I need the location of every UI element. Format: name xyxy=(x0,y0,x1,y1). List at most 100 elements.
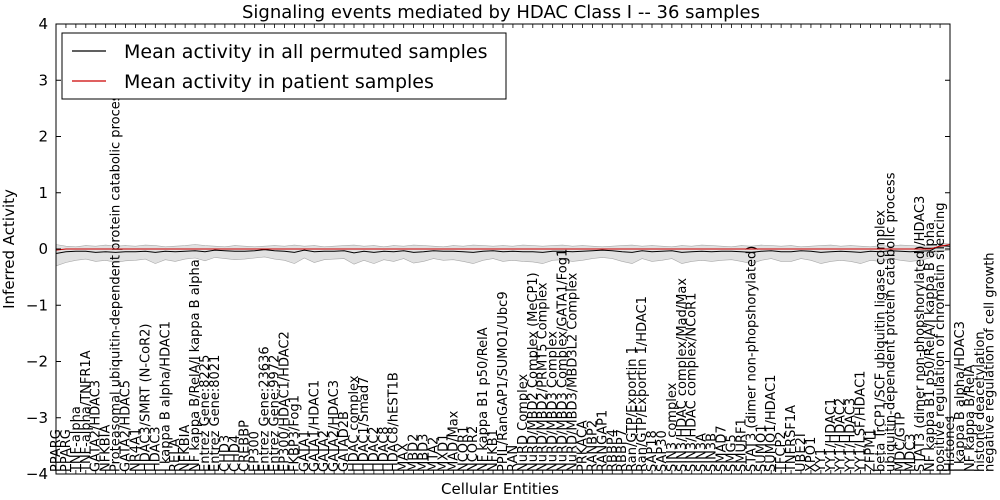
category-label: HDAC3 xyxy=(148,426,163,472)
category-label: TNFRSF1A xyxy=(784,405,799,473)
category-label: HDAC1/Smad7 xyxy=(357,377,372,472)
category-label: PPARG xyxy=(59,429,74,472)
y-tick-label: −3 xyxy=(26,409,48,427)
category-label: CREBBP xyxy=(238,420,253,472)
category-label: Entrez Gene:8225 xyxy=(198,355,213,472)
category-label: YY1/HDAC2 xyxy=(834,398,849,473)
category-label: TNF-alpha/TNFR1A xyxy=(79,350,94,473)
category-label: YY1/LSF/HDAC1 xyxy=(854,371,869,473)
category-label: NuRD/MBD3/MBD3L2 Complex xyxy=(566,272,581,472)
category-label: HDAC8 xyxy=(377,426,392,472)
category-label: NCOR1 xyxy=(456,426,471,472)
category-label: SIN3/HDAC complex/Mad/Max xyxy=(675,278,690,472)
category-label: GATA2 xyxy=(317,430,332,472)
category-label: NuRD/MBD3 Complex xyxy=(546,331,561,472)
y-tick-label: 3 xyxy=(38,71,48,89)
category-label: EP300 xyxy=(248,431,263,472)
category-label: NuRD/MBD2 Complex (MeCP1) xyxy=(526,272,541,472)
category-label: Entrez Gene:23636 xyxy=(258,346,273,472)
category-label: UBE2I xyxy=(794,433,809,472)
y-tick-label: 4 xyxy=(38,15,48,33)
category-label: YY1 xyxy=(814,448,829,473)
category-label: RBBP7 xyxy=(615,429,630,472)
category-label: NF kappa B1 p50/RelA xyxy=(476,327,491,472)
category-label: NFKBIA xyxy=(99,425,114,472)
y-tick-label: 1 xyxy=(38,184,48,202)
category-label: SMAD7 xyxy=(715,425,730,472)
y-axis-title: Inferred Activity xyxy=(0,189,18,309)
category-label: GATA1/HDAC1 xyxy=(307,380,322,472)
y-tick-label: −4 xyxy=(26,465,48,483)
category-label: SMG5 xyxy=(724,434,739,472)
y-tick-label: 0 xyxy=(38,240,48,258)
category-label: beta TrCP1/SCF ubiquitin ligase complex xyxy=(873,210,888,472)
category-label: I kappa B alpha/HDAC3 xyxy=(953,321,968,472)
category-label: STAT3 (dimer non-phopshorylated)/HDAC3 xyxy=(913,196,928,472)
category-label: MDC/GTP xyxy=(893,412,908,472)
category-label: Ran/GTP/Exportin 1 xyxy=(625,346,640,472)
category-label: Proteasomal ubiquitin-dependent protein … xyxy=(109,87,124,472)
category-label: CHD3 xyxy=(218,435,233,472)
category-label: MTA2 xyxy=(426,437,441,472)
category-label: histone deacetylation xyxy=(973,331,988,472)
category-label: MAX xyxy=(397,443,412,472)
category-label: MAD/Max xyxy=(446,410,461,472)
category-label: MXD1 xyxy=(436,434,451,472)
category-label: MBD2 xyxy=(407,434,422,472)
category-label: NF kappa B/RelA xyxy=(963,364,978,472)
category-label: SAP30 xyxy=(655,430,670,472)
series-line-patient xyxy=(55,244,951,251)
category-label: Entrez Gene:8021 xyxy=(208,355,223,472)
category-label: I kappa B alpha/HDAC1 xyxy=(158,321,173,472)
category-label: NFKBIA xyxy=(178,425,193,472)
category-label: HDAC2 xyxy=(367,426,382,472)
category-label: GATA2/HDAC5 xyxy=(119,380,134,472)
category-label: SAP18 xyxy=(645,430,660,472)
category-label: SMURF1 xyxy=(734,418,749,472)
x-axis-title: Cellular Entities xyxy=(441,480,559,498)
category-label: NuRD/MBD3 Complex/GATA1/Fog1 xyxy=(556,249,571,472)
category-label: ubiquitin-dependent protein catabolic pr… xyxy=(883,172,898,472)
category-label: GATA1 xyxy=(297,430,312,472)
category-label: HDAC3/SMRT (N-CoR2) xyxy=(138,324,153,472)
category-label: YY1/HDAC3 xyxy=(844,398,859,473)
category-label: NF kappa B1 p50/RelA/I kappa B alpha xyxy=(923,222,938,472)
category-label: YY1/HDAC1 xyxy=(824,398,839,473)
category-label: SIN3B xyxy=(705,433,720,472)
category-label: SUMO1/HDAC1 xyxy=(764,375,779,472)
category-label: STAT3 (dimer non-phopshorylated) xyxy=(744,246,759,472)
category-label: GATA2/HDAC3 xyxy=(89,380,104,472)
category-label: SIN3A xyxy=(695,433,710,472)
category-label: GATA2/HDAC3 xyxy=(327,380,342,472)
category-labels: PPARGPPARGTNF-alphaTNF-alpha/TNFR1AGATA2… xyxy=(49,87,998,473)
category-label: RBBP4 xyxy=(605,429,620,472)
series-lines xyxy=(55,244,951,254)
category-label: NCOR2 xyxy=(466,426,481,472)
category-label: SUMO1 xyxy=(754,425,769,473)
legend: Mean activity in all permuted samples Me… xyxy=(61,32,507,100)
category-label: GATAD2B xyxy=(337,411,352,472)
category-label: PRKACA xyxy=(575,420,590,472)
category-label: TNF-alpha xyxy=(69,406,84,473)
category-label: NR4A1 xyxy=(128,428,143,472)
category-label: TFCP2 xyxy=(774,431,789,473)
category-label: NF kappa B/RelA/I kappa B alpha xyxy=(188,259,203,472)
category-label: PPIL/RanGAP1/SUMO1/Ubc9 xyxy=(496,291,511,472)
category-label: CHD4 xyxy=(228,435,243,472)
category-label: FKBP3/Fog1 xyxy=(287,395,302,472)
y-tick-label: 2 xyxy=(38,128,48,146)
chart-title: Signaling events mediated by HDAC Class … xyxy=(242,2,760,23)
category-label: XPO1 xyxy=(804,437,819,472)
category-label: HDAC complex xyxy=(347,375,362,472)
category-label: RELA xyxy=(168,438,183,472)
category-label: RANGAP1 xyxy=(595,410,610,472)
y-tick-label: −1 xyxy=(26,296,48,314)
y-tick-label: −2 xyxy=(26,353,48,371)
axes: −4 −3 −2 −1 0 1 2 3 4 xyxy=(26,15,951,483)
series-line-permuted xyxy=(55,245,951,254)
category-label: MDC3 xyxy=(903,433,918,472)
legend-label-permuted: Mean activity in all permuted samples xyxy=(124,41,487,63)
category-label: SIN3/HDAC complex/NCoR1 xyxy=(685,293,700,472)
category-label: negative regulation of cell growth xyxy=(983,252,998,472)
